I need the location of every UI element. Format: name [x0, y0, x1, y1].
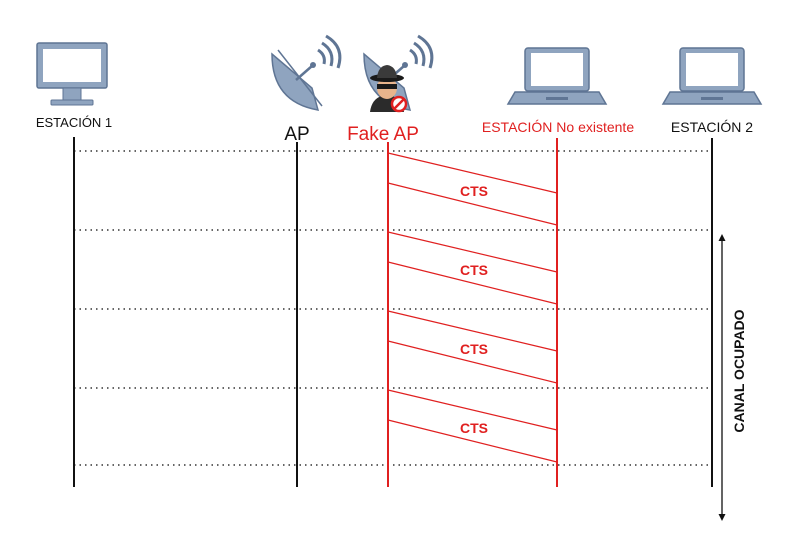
- cts-label: CTS: [460, 262, 488, 278]
- spy-satellite-dish-icon: [363, 34, 434, 113]
- cts-label: CTS: [460, 341, 488, 357]
- cts-arrow-line: [387, 231, 558, 273]
- cts-label: CTS: [460, 420, 488, 436]
- cts-arrow-line: [387, 310, 558, 352]
- cts-messages: CTS CTS CTS CTS: [387, 152, 558, 463]
- node-label-ap: AP: [284, 124, 309, 145]
- cts-arrow-line: [387, 261, 558, 305]
- double-arrow-vertical-icon: [718, 234, 726, 521]
- node-label-estacion-1: ESTACIÓN 1: [36, 115, 112, 130]
- node-label-estacion-no-existente: ESTACIÓN No existente: [482, 119, 634, 135]
- cts-arrow-line: [387, 419, 558, 463]
- cts-arrow-line: [387, 389, 558, 431]
- cts-label: CTS: [460, 183, 488, 199]
- node-label-estacion-2: ESTACIÓN 2: [671, 119, 753, 135]
- lifelines: [73, 137, 713, 487]
- separator-lines: [74, 150, 712, 466]
- desktop-monitor-icon: [36, 42, 108, 106]
- node-label-fake-ap: Fake AP: [347, 124, 419, 145]
- satellite-dish-icon: [271, 34, 342, 111]
- laptop-icon: [661, 47, 763, 105]
- cts-arrow-line: [387, 182, 558, 226]
- laptop-icon: [506, 47, 608, 105]
- cts-arrow-line: [387, 340, 558, 384]
- cts-arrow-line: [387, 152, 558, 194]
- side-annotation-label: CANAL OCUPADO: [731, 309, 747, 432]
